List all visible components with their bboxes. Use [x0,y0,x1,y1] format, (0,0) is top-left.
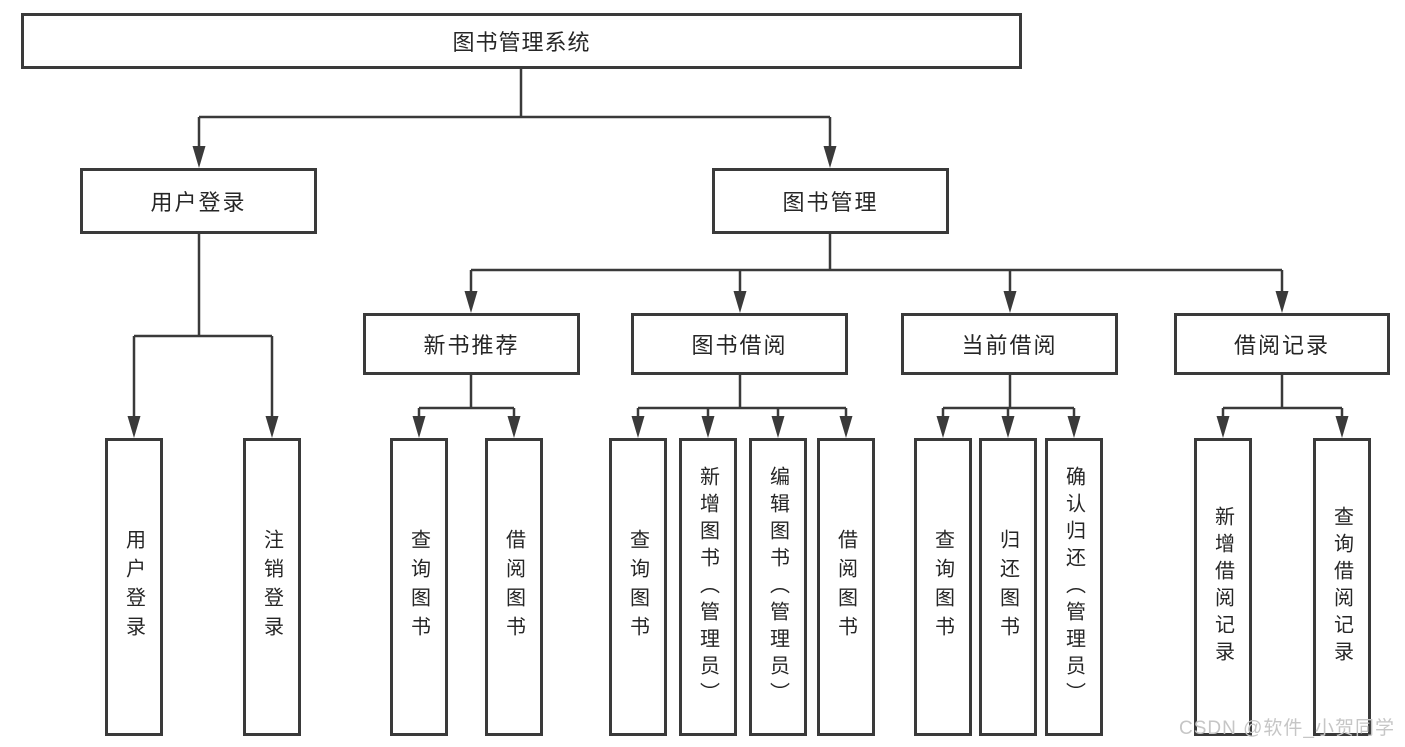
node-label: 归还图书 [996,529,1019,645]
arrowhead [1067,416,1081,438]
leaf-query-books-recommend: 查询图书 [390,438,448,736]
node-label: 图书借阅 [691,333,788,358]
arrowhead [412,416,426,438]
arrowhead [631,416,645,438]
connector-book-borrow-children [631,375,853,438]
node-label: 查询借阅记录 [1330,506,1353,668]
arrowhead [1003,291,1017,313]
connector-current-borrow-children [936,375,1081,438]
leaf-borrow-books-borrowing: 借阅图书 [817,438,875,736]
connector-user-login-children [127,234,279,438]
node-label: 借阅记录 [1233,333,1330,358]
leaf-return-books: 归还图书 [979,438,1037,736]
node-label: 查询图书 [931,529,954,645]
node-root-system: 图书管理系统 [21,13,1022,69]
csdn-watermark: CSDN @软件_小贺同学 [1179,718,1395,739]
connector-book-mgmt-children [464,234,1289,313]
node-label: 新增借阅记录 [1211,506,1234,668]
node-label: 查询图书 [407,529,430,645]
node-label: 新增图书（管理员） [696,465,719,709]
node-label: 借阅图书 [834,529,857,645]
leaf-confirm-return-admin: 确认归还（管理员） [1045,438,1103,736]
leaf-query-borrow-record: 查询借阅记录 [1313,438,1371,736]
arrowhead [1001,416,1015,438]
arrowhead [507,416,521,438]
arrowhead [464,291,478,313]
arrowhead [265,416,279,438]
arrowhead [1275,291,1289,313]
node-label: 用户登录 [150,190,247,215]
arrowhead [127,416,141,438]
leaf-edit-books-admin: 编辑图书（管理员） [749,438,807,736]
leaf-logout: 注销登录 [243,438,301,736]
node-label: 编辑图书（管理员） [766,465,789,709]
node-book-borrowing: 图书借阅 [631,313,848,375]
arrowhead [701,416,715,438]
leaf-query-books-borrowing: 查询图书 [609,438,667,736]
connector-new-book-rec-children [412,375,521,438]
arrowhead [1216,416,1230,438]
arrowhead [1335,416,1349,438]
node-label: 借阅图书 [502,529,525,645]
connector-borrow-records-children [1216,375,1349,438]
node-book-management: 图书管理 [712,168,949,234]
arrowhead [823,146,837,168]
leaf-user-login: 用户登录 [105,438,163,736]
arrowhead [771,416,785,438]
node-label: 查询图书 [626,529,649,645]
node-label: 图书管理系统 [452,30,591,55]
arrowhead [733,291,747,313]
node-label: 确认归还（管理员） [1062,465,1085,709]
node-user-login: 用户登录 [80,168,317,234]
node-label: 图书管理 [782,190,879,215]
arrowhead [839,416,853,438]
node-label: 新书推荐 [423,333,520,358]
node-current-borrowing: 当前借阅 [901,313,1118,375]
arrowhead [192,146,206,168]
node-label: 用户登录 [122,529,145,645]
node-label: 注销登录 [260,529,283,645]
connector-root-to-level2 [192,69,837,168]
leaf-add-books-admin: 新增图书（管理员） [679,438,737,736]
leaf-query-books-current: 查询图书 [914,438,972,736]
leaf-borrow-books-recommend: 借阅图书 [485,438,543,736]
node-label: 当前借阅 [961,333,1058,358]
leaf-add-borrow-record: 新增借阅记录 [1194,438,1252,736]
arrowhead [936,416,950,438]
node-new-book-recommend: 新书推荐 [363,313,580,375]
node-borrowing-records: 借阅记录 [1174,313,1390,375]
